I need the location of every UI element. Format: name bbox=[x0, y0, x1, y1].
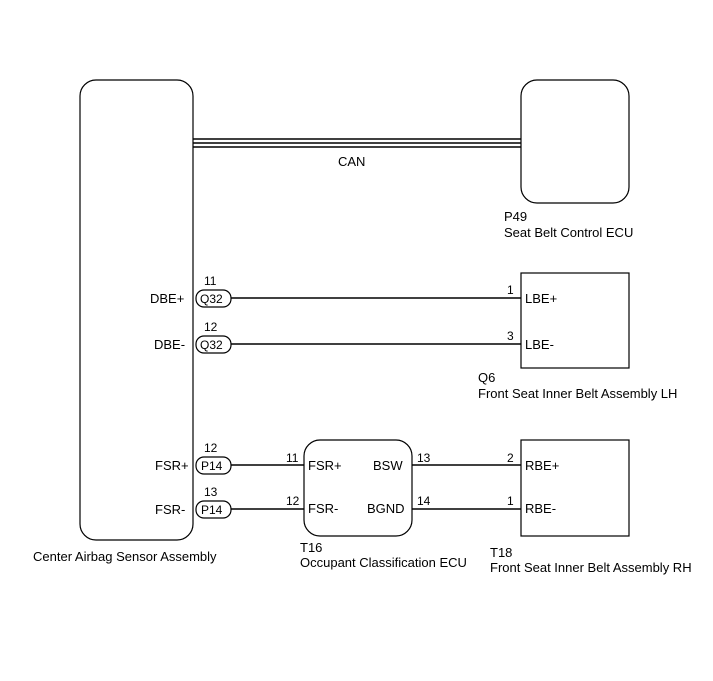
inner-belt-lh-code: Q6 bbox=[478, 370, 495, 385]
q32-connector-lower: Q32 bbox=[195, 335, 232, 354]
occupant-fsr-minus-label: FSR- bbox=[308, 501, 338, 516]
p14-lower-label: P14 bbox=[201, 503, 223, 517]
p14-connector-lower: P14 bbox=[195, 500, 232, 519]
inner-belt-rh-code: T18 bbox=[490, 545, 512, 560]
seat-belt-control-ecu-name: Seat Belt Control ECU bbox=[504, 225, 633, 240]
occupant-bsw-pin: 13 bbox=[417, 451, 431, 465]
dbe-plus-pin: 11 bbox=[204, 274, 217, 288]
rbe-plus-pin: 2 bbox=[507, 451, 514, 465]
fsr-minus-terminal-label: FSR- bbox=[155, 502, 185, 517]
seat-belt-control-ecu-code: P49 bbox=[504, 209, 527, 224]
lbe-minus-pin: 3 bbox=[507, 329, 514, 343]
dbe-plus-terminal-label: DBE+ bbox=[150, 291, 184, 306]
occupant-bgnd-pin: 14 bbox=[417, 494, 431, 508]
fsr-minus-pin: 13 bbox=[204, 485, 218, 499]
q32-connector-upper: Q32 bbox=[195, 289, 232, 308]
fsr-plus-terminal-label: FSR+ bbox=[155, 458, 189, 473]
inner-belt-lh-box bbox=[520, 272, 630, 369]
dbe-minus-terminal-label: DBE- bbox=[154, 337, 185, 352]
rbe-minus-pin: 1 bbox=[507, 494, 514, 508]
dbe-minus-pin: 12 bbox=[204, 320, 218, 334]
rbe-minus-terminal-label: RBE- bbox=[525, 501, 556, 516]
lbe-plus-terminal-label: LBE+ bbox=[525, 291, 557, 306]
occupant-classification-ecu-name: Occupant Classification ECU bbox=[300, 555, 467, 570]
lbe-plus-pin: 1 bbox=[507, 283, 514, 297]
q32-lower-label: Q32 bbox=[200, 338, 223, 352]
occupant-fsr-plus-pin: 11 bbox=[286, 451, 299, 465]
occupant-classification-ecu-code: T16 bbox=[300, 540, 322, 555]
center-airbag-sensor-name: Center Airbag Sensor Assembly bbox=[33, 549, 217, 564]
fsr-plus-pin: 12 bbox=[204, 441, 218, 455]
occupant-fsr-plus-label: FSR+ bbox=[308, 458, 342, 473]
center-airbag-sensor-box bbox=[79, 79, 194, 541]
inner-belt-rh-name: Front Seat Inner Belt Assembly RH bbox=[490, 560, 692, 575]
occupant-fsr-minus-pin: 12 bbox=[286, 494, 300, 508]
inner-belt-lh-name: Front Seat Inner Belt Assembly LH bbox=[478, 386, 677, 401]
occupant-classification-ecu-box bbox=[303, 439, 413, 537]
occupant-bsw-label: BSW bbox=[373, 458, 403, 473]
q32-upper-label: Q32 bbox=[200, 292, 223, 306]
p14-upper-label: P14 bbox=[201, 459, 223, 473]
can-bus bbox=[193, 138, 521, 148]
rbe-plus-terminal-label: RBE+ bbox=[525, 458, 559, 473]
p14-connector-upper: P14 bbox=[195, 456, 232, 475]
seat-belt-control-ecu-box bbox=[520, 79, 630, 204]
can-label: CAN bbox=[338, 154, 365, 169]
inner-belt-rh-box bbox=[520, 439, 630, 537]
occupant-bgnd-label: BGND bbox=[367, 501, 405, 516]
lbe-minus-terminal-label: LBE- bbox=[525, 337, 554, 352]
